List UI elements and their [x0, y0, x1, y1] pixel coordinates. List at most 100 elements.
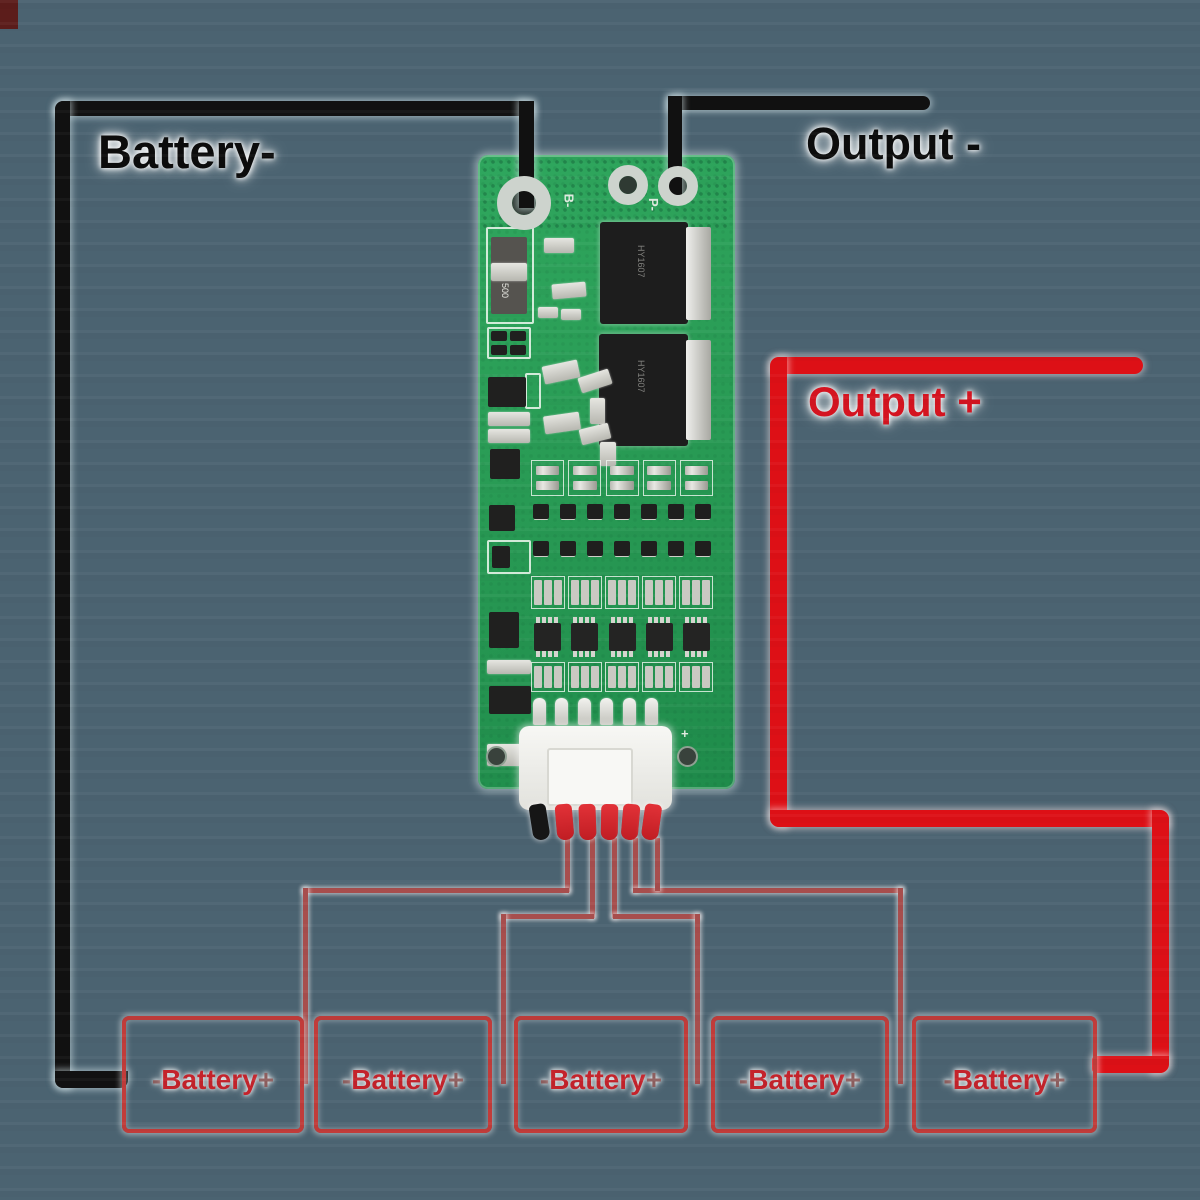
- balance-lead-red-4: [620, 803, 641, 841]
- smd-resistor: [535, 466, 560, 476]
- smd-part: [541, 359, 581, 385]
- balance-wire-2-drop: [590, 838, 595, 918]
- smd-transistor: [668, 541, 684, 556]
- balance-wire-3-drop: [612, 838, 617, 918]
- smd-resistor: [554, 666, 562, 688]
- balance-pin-pad: [644, 698, 658, 725]
- smd-resistor: [692, 580, 700, 605]
- battery-plus-terminal: +: [645, 1063, 663, 1095]
- battery-minus-terminal: -: [738, 1063, 749, 1095]
- ic-pin: [665, 651, 670, 657]
- battery-cell-label: -Battery+: [739, 1054, 861, 1096]
- smd-resistor: [618, 666, 626, 688]
- balance-wire-3-horizontal: [613, 914, 700, 919]
- smd-resistor: [647, 466, 672, 476]
- smd-resistor-trio: [568, 576, 602, 609]
- ic-pin: [647, 617, 652, 623]
- mosfet-2-marking: HY1607: [636, 360, 646, 393]
- battery-cell-label: -Battery+: [540, 1054, 662, 1096]
- output-plus-wire-middle-horizontal: [770, 810, 1169, 827]
- left-column-chip: [489, 686, 531, 714]
- smd-resistor: [591, 580, 599, 605]
- smd-resistor: [665, 580, 673, 605]
- smd-resistor: [610, 466, 634, 476]
- balance-pin-pad: [577, 698, 591, 725]
- smd-transistor: [533, 504, 549, 519]
- mosfet-1-body: [600, 222, 688, 324]
- corner-artifact: [0, 0, 18, 29]
- mosfet-1-marking: HY1607: [636, 245, 646, 278]
- smd-resistor-pair: [605, 460, 639, 496]
- transistor-row-a: [533, 504, 711, 520]
- balance-connector: [519, 726, 672, 810]
- mosfet-2-body: [599, 334, 688, 446]
- smd-resistor: [684, 466, 709, 476]
- smd-resistor-pair: [531, 460, 564, 496]
- smd-resistor: [534, 666, 542, 688]
- smd-resistor-pair: [642, 460, 676, 496]
- ic-pin: [548, 617, 552, 623]
- smd-resistor: [682, 666, 690, 688]
- smd-transistor: [695, 541, 711, 556]
- ic-pin: [610, 651, 615, 657]
- ic-pin: [697, 651, 701, 657]
- smd-resistor: [628, 580, 636, 605]
- left-column-box: [487, 540, 531, 574]
- ic-pin: [579, 617, 584, 623]
- left-column-box: [487, 327, 531, 359]
- left-column-resistor: [488, 429, 530, 443]
- smd-resistor: [610, 480, 634, 490]
- ic-pin: [616, 617, 621, 623]
- battery-cell-box-3: -Battery+: [514, 1016, 688, 1133]
- ic-pin: [703, 617, 707, 623]
- smd-transistor: [614, 541, 630, 556]
- ic-pin: [691, 651, 695, 657]
- b-minus-pad-ring: [497, 176, 551, 230]
- smd-transistor: [614, 504, 630, 519]
- balance-wire-4-drop: [633, 838, 638, 892]
- shunt-resistor-marking: 500: [500, 283, 510, 299]
- battery-cell-box-2: -Battery+: [314, 1016, 492, 1133]
- smd-resistor: [645, 666, 653, 688]
- smd-resistor: [554, 580, 562, 605]
- smd-resistor: [591, 666, 599, 688]
- balance-wire-5-drop: [655, 838, 660, 891]
- left-column-chip: [491, 345, 507, 355]
- smd-transistor: [587, 504, 603, 519]
- left-column-chip: [510, 331, 526, 341]
- smd-resistor-pair: [680, 460, 713, 496]
- ic-pin: [554, 617, 558, 623]
- smd-resistor: [608, 580, 616, 605]
- smd-resistor-trio: [679, 662, 713, 692]
- smd-resistor: [702, 580, 710, 605]
- balance-pin-pads: [533, 698, 658, 726]
- smd-transistor: [560, 541, 576, 556]
- output-plus-wire-top: [770, 357, 1143, 374]
- balance-wire-1-drop: [565, 838, 570, 892]
- p-minus-pad-ring: [658, 166, 698, 206]
- ic-pin: [622, 651, 627, 657]
- ic-pin: [548, 651, 552, 657]
- ic-pin: [585, 617, 590, 623]
- left-column-transistor: [489, 612, 519, 648]
- output-minus-wire-horizontal: [668, 96, 930, 110]
- smd-transistor: [641, 504, 657, 519]
- smd-resistor-trio: [642, 576, 676, 609]
- left-column-resistor: [488, 412, 530, 426]
- ic-pin: [585, 651, 590, 657]
- smd-resistor-trio: [568, 662, 602, 692]
- left-column-chip: [510, 345, 526, 355]
- ic-pin: [616, 651, 621, 657]
- ic-pin: [691, 617, 695, 623]
- smd-resistor: [702, 666, 710, 688]
- smd-transistor: [641, 541, 657, 556]
- output-minus-label: Output -: [806, 118, 981, 169]
- protection-ic: [645, 617, 673, 657]
- battery-cell-box-4: -Battery+: [711, 1016, 889, 1133]
- bms-pcb-board: B- P- 500 HY1607 HY1607: [478, 155, 735, 789]
- ic-pin: [573, 651, 578, 657]
- ic-pin: [536, 651, 540, 657]
- ic-pin: [628, 651, 633, 657]
- output-plus-wire-left-vertical: [770, 357, 787, 827]
- shunt-resistor-outline: [486, 227, 534, 324]
